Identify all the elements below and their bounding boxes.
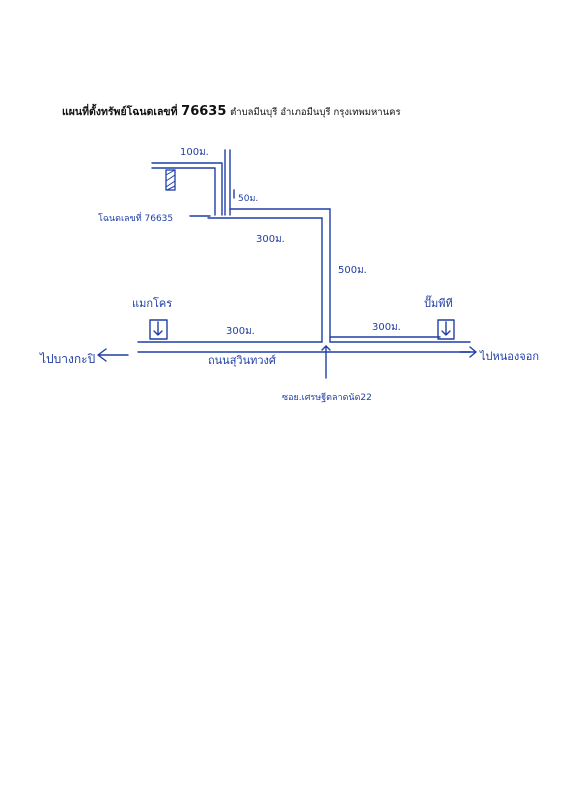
label-dist-50: 50ม.	[238, 194, 258, 204]
label-soi: ซอย.เศรษฐีตลาดนัด22	[282, 392, 372, 403]
label-dist-500: 500ม.	[338, 265, 367, 276]
label-dist-top: 100ม.	[180, 147, 209, 158]
soi-arrow	[321, 345, 331, 379]
label-road-name: ถนนสุวินทวงศ์	[208, 354, 276, 367]
label-dist-300-left: 300ม.	[226, 326, 255, 337]
page-title: แผนที่ตั้งทรัพย์โฉนดเลขที่ 76635 ตำบลมีน…	[62, 103, 401, 120]
pump-arrow	[441, 321, 451, 336]
label-to-left: ไปบางกะปิ	[39, 352, 95, 366]
title-deed-number: 76635	[181, 104, 227, 119]
lane-top-inner	[151, 167, 216, 216]
label-to-right: ไปหนองจอก	[479, 350, 539, 363]
label-dist-300-right: 300ม.	[372, 322, 401, 333]
label-makro: แมกโคร	[132, 296, 172, 310]
arrow-right	[459, 346, 477, 358]
lane-top	[151, 162, 223, 216]
arrow-left	[97, 348, 129, 362]
pump-box	[437, 319, 455, 340]
deed-plot	[165, 169, 176, 191]
label-dist-300-mid: 300ม.	[256, 234, 285, 245]
makro-arrow	[153, 321, 163, 336]
label-pump: ปั๊มพีที	[424, 295, 453, 310]
title-location: ตำบลมีนบุรี อำเภอมีนบุรี กรุงเทพมหานคร	[230, 107, 401, 118]
makro-box	[149, 319, 168, 340]
title-lead: แผนที่ตั้งทรัพย์โฉนดเลขที่	[62, 106, 178, 118]
label-deed: โฉนดเลขที่ 76635	[98, 211, 173, 224]
